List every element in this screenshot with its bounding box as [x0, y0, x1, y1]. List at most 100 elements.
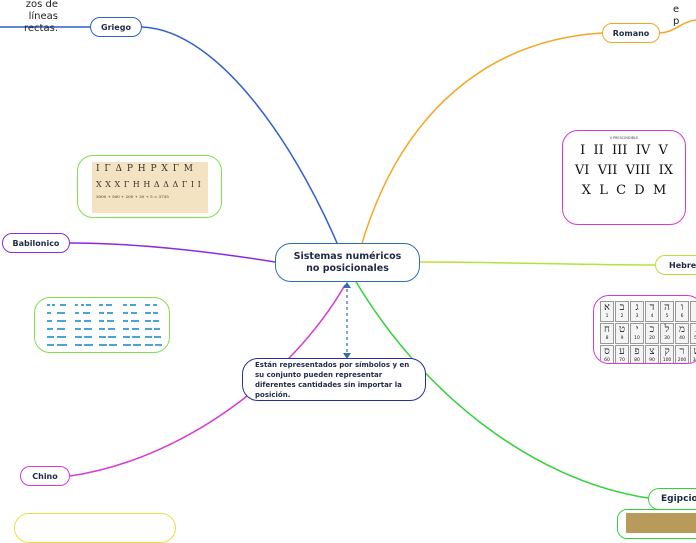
hebrew-letter: ש	[691, 346, 696, 358]
hebrew-letter: ו	[680, 302, 684, 313]
hebrew-letter: ט	[618, 324, 626, 335]
branch-griego-label: Griego	[101, 22, 131, 32]
branch-chino-label: Chino	[32, 471, 58, 481]
hebrew-number: 2	[620, 314, 624, 319]
hebrew-number: 60	[604, 358, 610, 363]
hebrew-letter: ל	[664, 324, 670, 335]
hebrew-letter: ח	[604, 324, 610, 335]
hebrew-number: 4	[650, 314, 654, 319]
hebrew-number: 3	[635, 314, 639, 319]
hebrew-number: 30	[664, 336, 670, 341]
egyptian-numerals-image[interactable]	[617, 509, 696, 539]
hebrew-letter: ע	[619, 346, 625, 357]
connector-chino	[69, 284, 346, 477]
greek-row-3: 3000 + 500 + 200 + 30 + 5 = 3735	[96, 194, 169, 199]
hebrew-letter: ר	[679, 346, 685, 357]
hebrew-cell: נ50	[690, 323, 696, 344]
cuneiform-grid	[47, 304, 162, 346]
hebrew-letter: פ	[634, 346, 640, 357]
roman-row-2: VI VII VIII IX	[574, 163, 674, 178]
greek-parchment: Ι Γ Δ Ρ Η Ρ Χ Γ Μ Χ Χ Χ Γ Η Η Δ Δ Δ Γ Ι …	[92, 162, 208, 213]
hebrew-letter: י	[635, 324, 639, 335]
hebrew-letter: ג	[635, 302, 639, 313]
hebrew-number: 9	[620, 336, 624, 341]
greek-row-1: Ι Γ Δ Ρ Η Ρ Χ Γ Μ	[96, 164, 195, 174]
branch-romano-label: Romano	[612, 28, 650, 38]
roman-caption: V PRESCINDIBLE	[609, 136, 639, 140]
connector-egipcio	[354, 279, 649, 499]
note-griego: zos de líneas rectas.	[24, 0, 58, 34]
greek-row-2: Χ Χ Χ Γ Η Η Δ Δ Δ Γ Ι Ι	[96, 180, 202, 189]
hebrew-numerals-image[interactable]: א1ב2ג3ד4ה5ו6ז7ח8ט9י10כ20ל30מ40נ50ס60ע70פ…	[593, 295, 696, 364]
connector-babilonico	[69, 242, 276, 263]
central-topic-label: Sistemas numéricos no posicionales	[293, 250, 402, 274]
note-romano: e p	[673, 4, 680, 27]
hebrew-number: 1	[605, 314, 609, 319]
hebrew-letter: ק	[664, 346, 670, 357]
mind-map-connectors	[0, 19, 696, 499]
hebrew-cell: ז7	[690, 301, 696, 322]
hebrew-letter: ב	[619, 302, 625, 313]
connector-griego	[141, 26, 346, 263]
hebrew-number: 5	[665, 314, 669, 319]
hebrew-number: 300	[692, 358, 696, 363]
hebrew-letter: ד	[649, 302, 655, 313]
hebrew-number: 8	[605, 336, 609, 341]
hebrew-number: 80	[634, 358, 640, 363]
roman-numerals-image[interactable]: V PRESCINDIBLE I II III IV V VI VII VIII…	[562, 130, 686, 225]
hebrew-letter: א	[603, 302, 610, 313]
hebrew-number: 70	[619, 358, 625, 363]
branch-hebreo[interactable]: Hebreo	[655, 255, 696, 275]
hebrew-letter-grid: א1ב2ג3ד4ה5ו6ז7ח8ט9י10כ20ל30מ40נ50ס60ע70פ…	[600, 301, 696, 363]
branch-babilonico[interactable]: Babilonico	[2, 233, 70, 253]
egyptian-papyrus	[626, 513, 696, 533]
hebrew-letter: מ	[679, 324, 685, 335]
hebrew-letter: צ	[649, 346, 655, 357]
connector-romano	[359, 32, 603, 251]
roman-row-3: X L C D M	[581, 183, 667, 198]
hebrew-letter: ז	[691, 302, 696, 314]
hebrew-number: 6	[680, 314, 684, 319]
roman-row-1: I II III IV V	[580, 143, 668, 158]
description-text: Están representados por símbolos y en su…	[255, 360, 410, 399]
branch-romano[interactable]: Romano	[602, 23, 660, 43]
hebrew-number: 20	[649, 336, 655, 341]
branch-hebreo-label: Hebreo	[669, 260, 696, 270]
hebrew-number: 90	[649, 358, 655, 363]
hebrew-number: 100	[662, 358, 672, 363]
branch-egipcio[interactable]: Egipcio	[648, 488, 696, 510]
connector-hebreo	[419, 261, 656, 266]
hebrew-number: 40	[679, 336, 685, 341]
hebrew-letter: כ	[649, 324, 655, 335]
hebrew-letter: נ	[691, 324, 696, 336]
description-box[interactable]: Están representados por símbolos y en su…	[242, 358, 426, 401]
central-topic[interactable]: Sistemas numéricos no posicionales	[275, 243, 420, 282]
hebrew-number: 7	[691, 314, 696, 320]
hebrew-cell: ש300	[690, 345, 696, 363]
hebrew-number: 10	[634, 336, 640, 341]
branch-griego[interactable]: Griego	[90, 17, 142, 37]
babylonian-numerals-image[interactable]	[34, 297, 170, 353]
greek-numerals-image[interactable]: Ι Γ Δ Ρ Η Ρ Χ Γ Μ Χ Χ Χ Γ Η Η Δ Δ Δ Γ Ι …	[77, 155, 222, 218]
branch-chino[interactable]: Chino	[20, 466, 70, 486]
chinese-numerals-image[interactable]	[14, 513, 176, 543]
connector-romano-note	[657, 19, 696, 34]
